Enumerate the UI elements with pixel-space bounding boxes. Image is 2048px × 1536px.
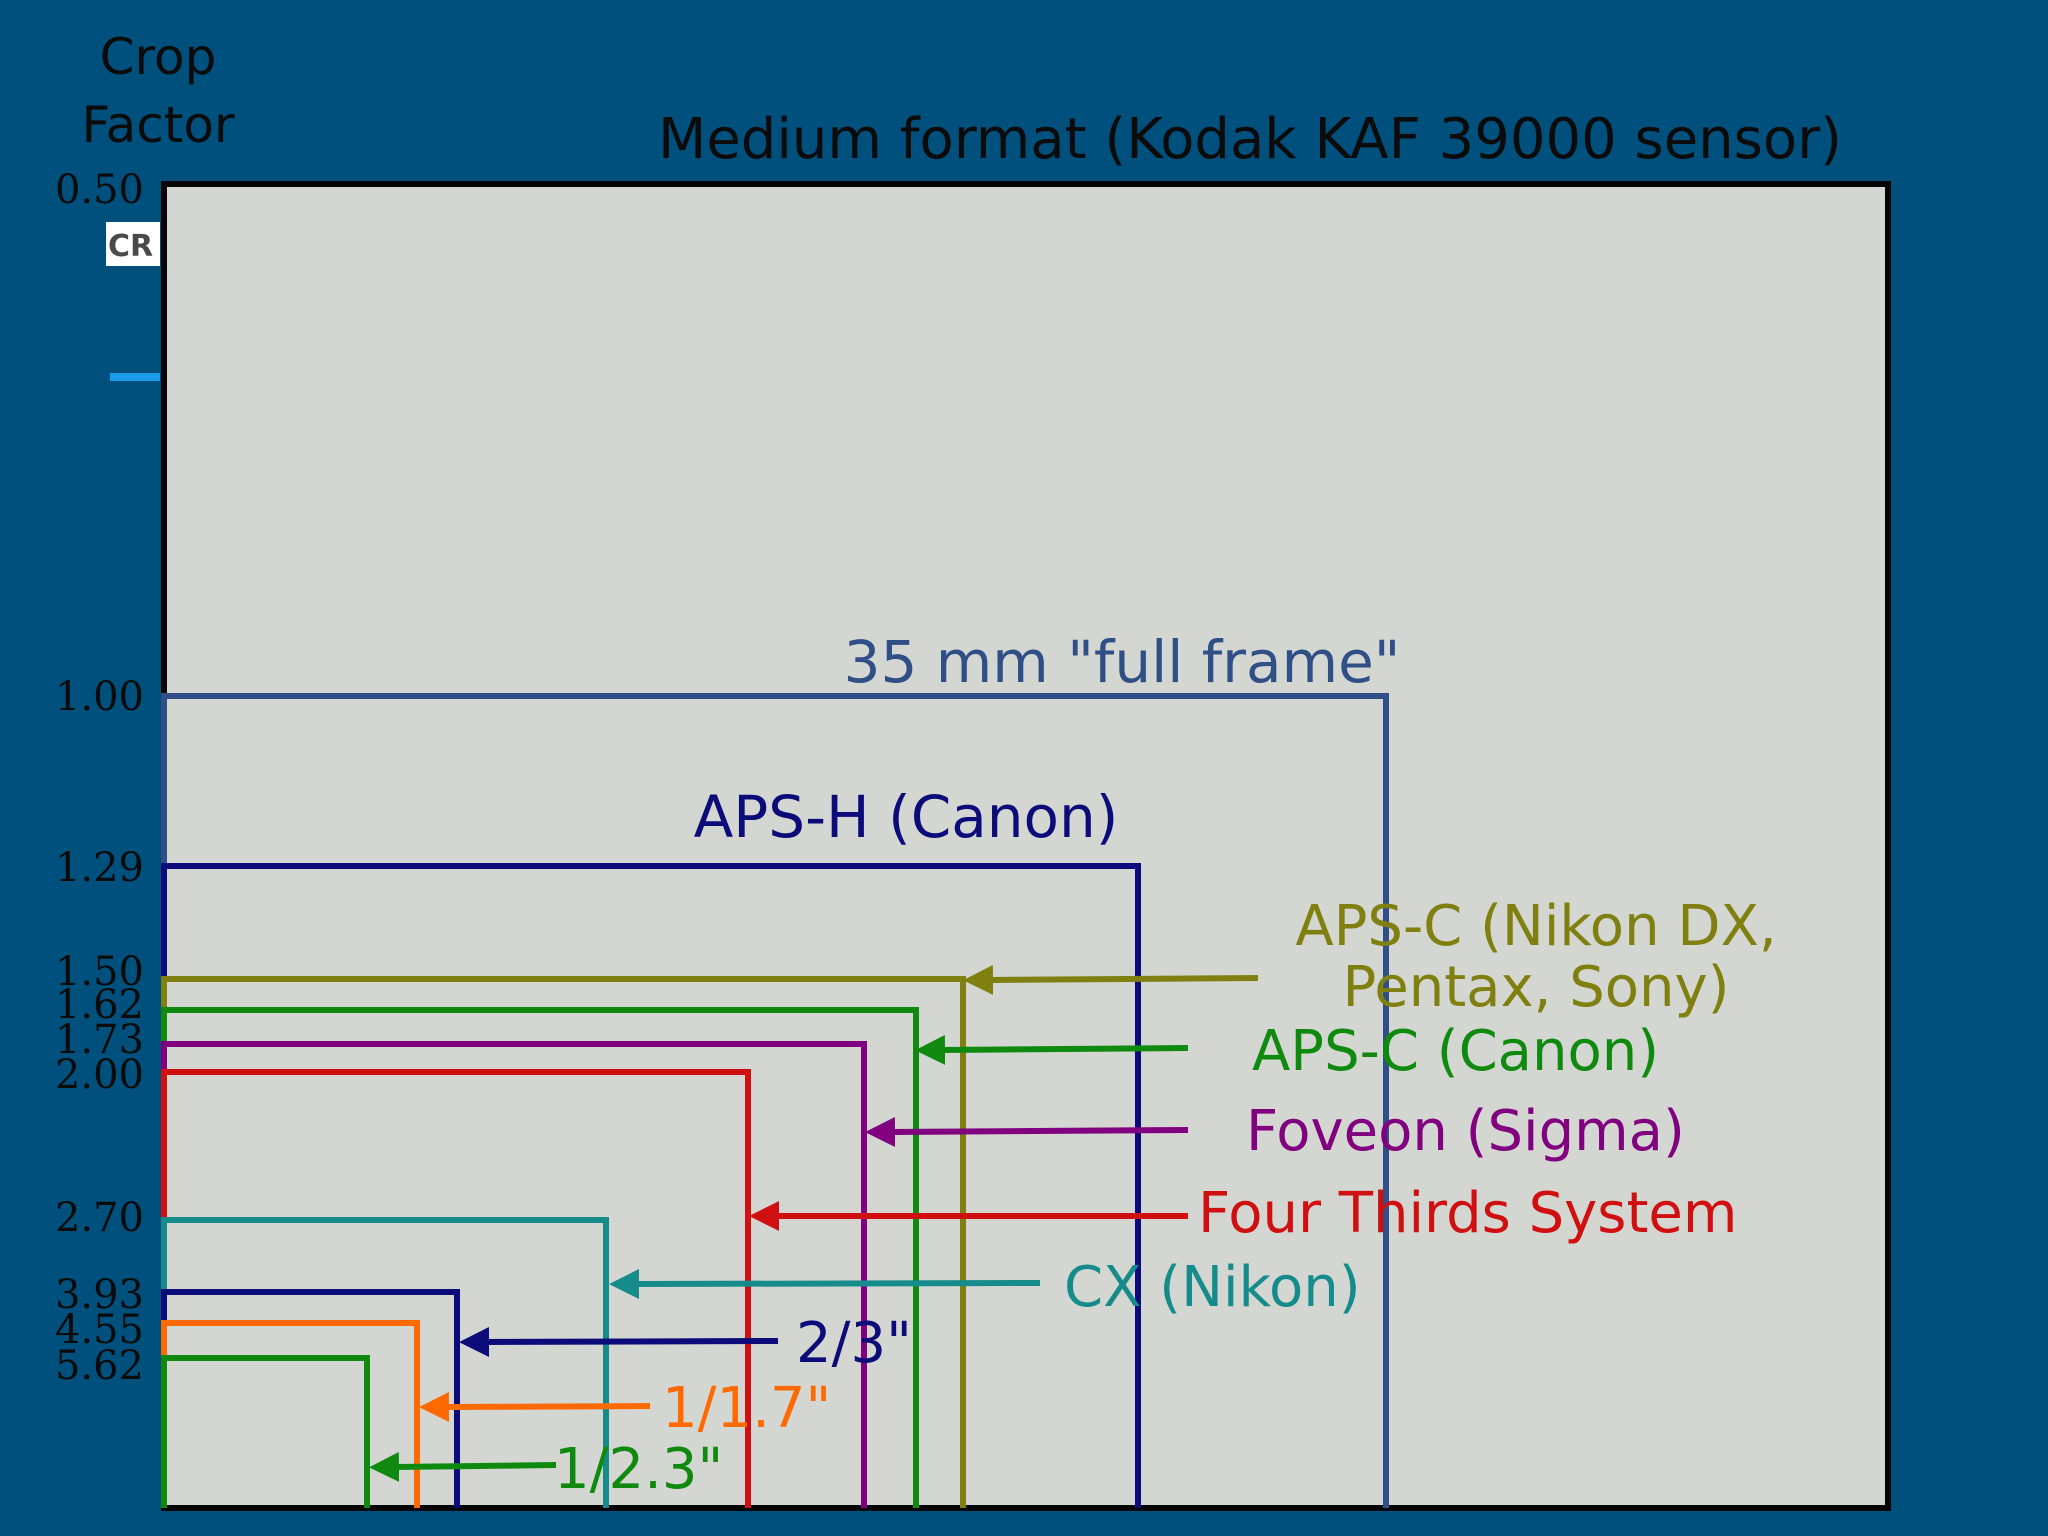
one-2-3-outline bbox=[161, 1355, 370, 1508]
aps-c-nikon-label-line2: Pentax, Sony) bbox=[1342, 955, 1729, 1020]
tick-1-00: 1.00 bbox=[55, 674, 144, 720]
cx-nikon-label: CX (Nikon) bbox=[1064, 1255, 1361, 1320]
tick-0-50: 0.50 bbox=[55, 167, 144, 213]
aps-c-nikon-label-line1: APS-C (Nikon DX, bbox=[1295, 894, 1776, 959]
accent-dash bbox=[110, 373, 160, 381]
tick-1-50: 1.50 bbox=[55, 949, 144, 995]
one-2-3-label: 1/2.3" bbox=[554, 1437, 723, 1502]
crop-factor-heading-line1: Crop bbox=[100, 28, 217, 86]
two-thirds-label: 2/3" bbox=[796, 1311, 912, 1376]
cr-badge bbox=[106, 222, 160, 266]
one-2-3-arrow bbox=[369, 1451, 557, 1482]
tick-1-29: 1.29 bbox=[55, 845, 144, 891]
aps-h-label: APS-H (Canon) bbox=[694, 783, 1119, 851]
one-1-7-arrow bbox=[419, 1391, 651, 1422]
tick-2-70: 2.70 bbox=[55, 1195, 144, 1241]
tick-4-55: 4.55 bbox=[55, 1307, 144, 1353]
two-thirds-arrow bbox=[459, 1326, 779, 1357]
tick-5-62: 5.62 bbox=[55, 1343, 144, 1389]
foveon-label: Foveon (Sigma) bbox=[1246, 1099, 1685, 1164]
aps-c-canon-label: APS-C (Canon) bbox=[1252, 1019, 1659, 1084]
one-1-7-label: 1/1.7" bbox=[662, 1376, 831, 1441]
medium-format-frame bbox=[161, 181, 1891, 1511]
tick-1-73: 1.73 bbox=[55, 1017, 144, 1063]
full-frame-label: 35 mm "full frame" bbox=[844, 628, 1401, 696]
medium-format-title: Medium format (Kodak KAF 39000 sensor) bbox=[658, 107, 1842, 172]
four-thirds-label: Four Thirds System bbox=[1198, 1181, 1737, 1246]
foveon-arrow bbox=[865, 1116, 1189, 1147]
tick-2-00: 2.00 bbox=[55, 1052, 144, 1098]
aps-c-nikon-arrow bbox=[963, 964, 1259, 995]
tick-3-93: 3.93 bbox=[55, 1272, 144, 1318]
crop-factor-heading-line2: Factor bbox=[81, 96, 234, 154]
cx-nikon-arrow bbox=[609, 1268, 1041, 1299]
cr-badge-text: CR bbox=[108, 229, 153, 264]
aps-c-canon-arrow bbox=[915, 1034, 1189, 1065]
tick-1-62: 1.62 bbox=[55, 982, 144, 1028]
